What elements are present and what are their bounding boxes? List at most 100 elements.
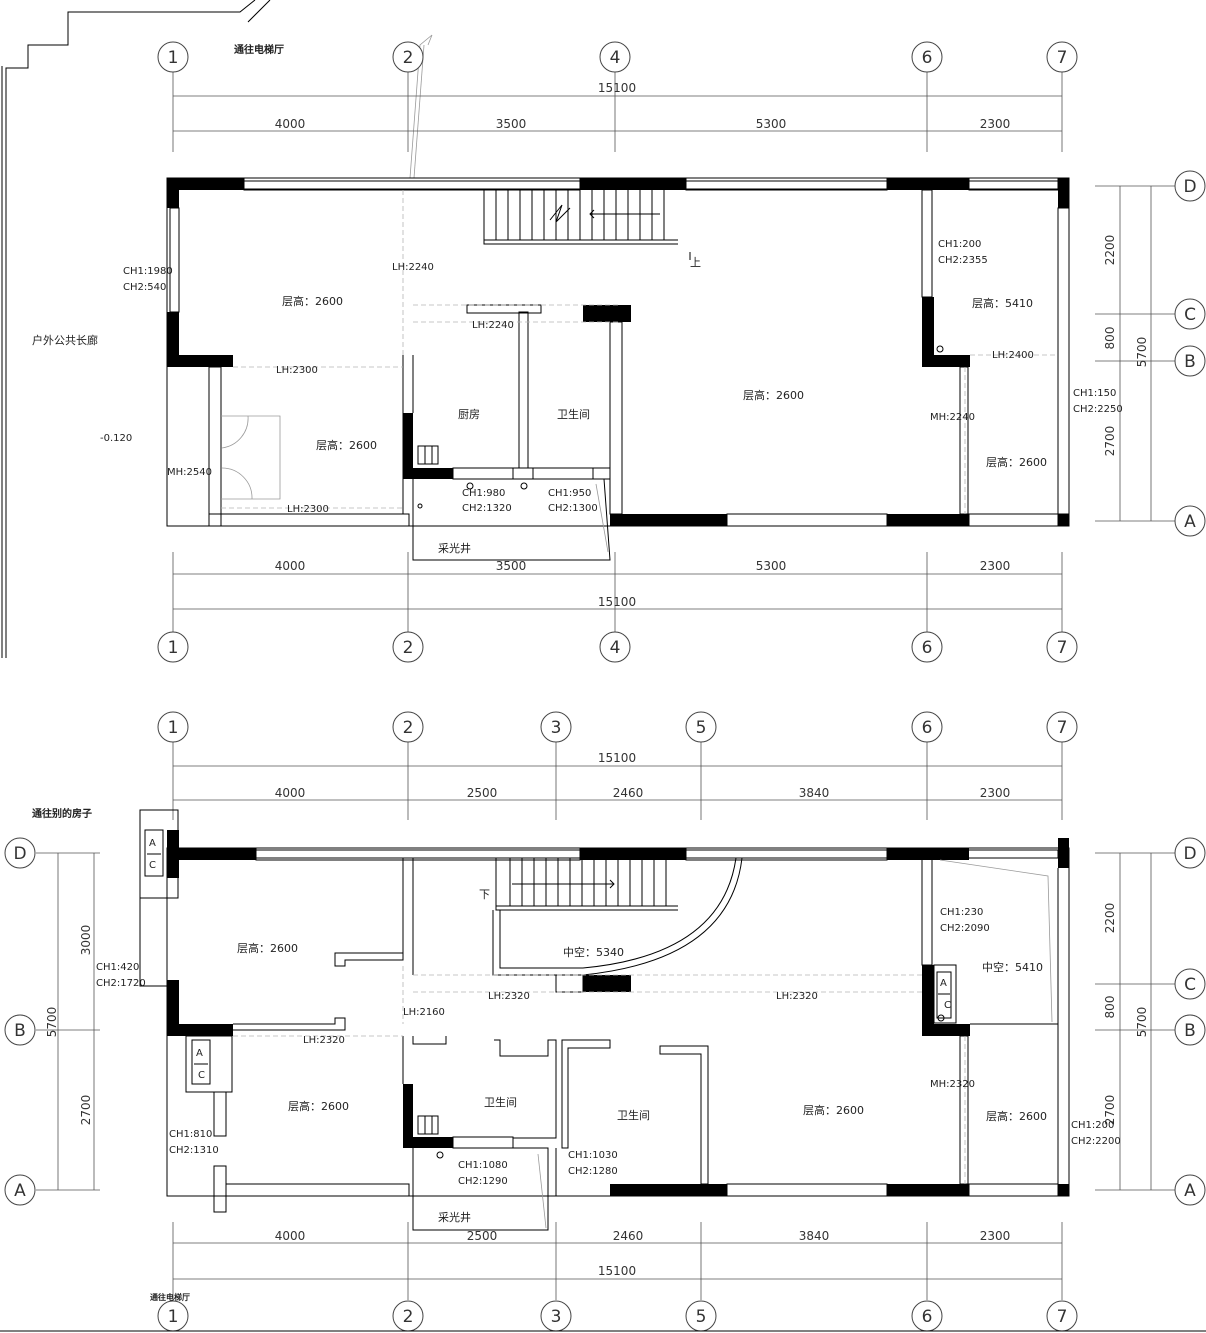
- dim-vertical: 2200: [1103, 903, 1117, 934]
- room-height-label: 层高：2600: [237, 941, 298, 955]
- axis-label: 1: [168, 718, 179, 738]
- axis-label: C: [1184, 305, 1196, 325]
- axis-label: 1: [168, 1307, 179, 1327]
- dim-vertical: 800: [1103, 996, 1117, 1019]
- dim-total: 15100: [598, 81, 636, 95]
- dim-segment: 4000: [275, 786, 306, 800]
- room-height-label: 层高：2600: [288, 1099, 349, 1113]
- bottom-dimensions: 15100 4000 2500 2460 3840 2300 4000 2500…: [45, 751, 1149, 1278]
- outdoor-corridor-outline: [5, 0, 271, 658]
- note: CH2:1310: [169, 1145, 219, 1156]
- note: CH1:420: [96, 962, 139, 973]
- axis-label: B: [14, 1021, 26, 1041]
- room-height-label: 层高：5410: [972, 296, 1033, 310]
- note: CH1:1980: [123, 266, 173, 277]
- dim-segment: 3500: [496, 117, 527, 131]
- note: CH2:1290: [458, 1176, 508, 1187]
- bottom-staircase: [492, 857, 743, 976]
- note: CH2:540: [123, 282, 166, 293]
- void-label: 中空：5410: [982, 960, 1043, 974]
- axis-label: 3: [551, 1307, 562, 1327]
- note: CH1:150: [1073, 388, 1116, 399]
- top-labels: 通往电梯厅 户外公共长廊 -0.120 层高：2600 层高：2600 层高：2…: [32, 43, 1123, 555]
- dim-segment: 2460: [613, 786, 644, 800]
- axis-label: 7: [1057, 718, 1068, 738]
- axis-label: 3: [551, 718, 562, 738]
- axis-label: 4: [610, 638, 621, 658]
- note: LH:2300: [276, 365, 318, 376]
- top-sink-icon: [417, 445, 439, 465]
- note: MH:2320: [930, 1079, 975, 1090]
- note: CH1:1030: [568, 1150, 618, 1161]
- note: LH:2240: [392, 262, 434, 273]
- dim-vertical: 800: [1103, 327, 1117, 350]
- void-label: 中空：5340: [563, 945, 624, 959]
- bathroom-label: 卫生间: [484, 1095, 517, 1109]
- dim-segment: 2460: [613, 1229, 644, 1243]
- top-axis-markers: 1 2 4 6 7 1 2 4 6 7 D C B A: [157, 41, 1206, 663]
- note: CH2:2090: [940, 923, 990, 934]
- top-entry-door: [221, 415, 281, 500]
- bathroom-label: 卫生间: [617, 1108, 650, 1122]
- note: CH1:1080: [458, 1160, 508, 1171]
- bottom-sink-icon: [417, 1115, 439, 1135]
- axis-label: A: [14, 1181, 26, 1201]
- dim-segment: 2300: [980, 786, 1011, 800]
- note: CH2:1720: [96, 978, 146, 989]
- note: CH2:2250: [1073, 404, 1123, 415]
- kitchen-label: 厨房: [458, 408, 480, 421]
- dim-total: 15100: [598, 1264, 636, 1278]
- dim-vertical: 2700: [79, 1095, 93, 1126]
- note: CH1:810: [169, 1129, 212, 1140]
- axis-label: C: [1184, 975, 1196, 995]
- axis-label: 5: [696, 1307, 707, 1327]
- bottom-axis-lines: [36, 742, 1175, 1300]
- ac-label: C: [149, 860, 156, 871]
- axis-label: A: [1184, 1181, 1196, 1201]
- note: MH:2540: [167, 467, 212, 478]
- axis-label: 1: [168, 48, 179, 68]
- axis-label: B: [1184, 352, 1196, 372]
- axis-label: 4: [610, 48, 621, 68]
- ac-label: A: [940, 978, 947, 989]
- ac-label: A: [196, 1048, 203, 1059]
- dim-segment: 2500: [467, 786, 498, 800]
- axis-label: 7: [1057, 1307, 1068, 1327]
- room-height-label: 层高：2600: [986, 1109, 1047, 1123]
- dim-total: 15100: [598, 595, 636, 609]
- room-height-label: 层高：2600: [316, 438, 377, 452]
- dim-total: 15100: [598, 751, 636, 765]
- to-elevator-hall-label: 通往电梯厅: [150, 1292, 190, 1302]
- top-lightwell-outline: [412, 478, 611, 561]
- bottom-walls: [139, 809, 1070, 1213]
- note: CH2:2355: [938, 255, 988, 266]
- top-walls: [166, 177, 1070, 527]
- elevation-label: -0.120: [100, 433, 132, 444]
- stairs-up-label: 上: [690, 256, 701, 269]
- note: CH2:2200: [1071, 1136, 1121, 1147]
- dim-segment: 5300: [756, 559, 787, 573]
- dim-segment: 2500: [467, 1229, 498, 1243]
- note: CH1:950: [548, 488, 591, 499]
- axis-label: 7: [1057, 48, 1068, 68]
- outdoor-corridor-label: 户外公共长廊: [32, 333, 98, 347]
- room-height-label: 层高：2600: [803, 1103, 864, 1117]
- note: LH:2300: [287, 504, 329, 515]
- axis-label: D: [1183, 177, 1196, 197]
- dim-segment: 4000: [275, 1229, 306, 1243]
- ac-label: C: [944, 1000, 951, 1011]
- dim-vertical: 3000: [79, 925, 93, 956]
- top-dimensions: 15100 4000 3500 5300 2300 4000 3500 5300…: [275, 81, 1149, 609]
- room-height-label: 层高：2600: [986, 455, 1047, 469]
- dim-segment: 4000: [275, 117, 306, 131]
- note: CH1:230: [940, 907, 983, 918]
- axis-label: D: [1183, 844, 1196, 864]
- note: LH:2320: [488, 991, 530, 1002]
- dim-segment: 4000: [275, 559, 306, 573]
- note: CH1:980: [462, 488, 505, 499]
- dim-segment: 3840: [799, 786, 830, 800]
- note: LH:2320: [303, 1035, 345, 1046]
- axis-label: 6: [922, 48, 933, 68]
- top-axis-lines: [172, 72, 1175, 632]
- dim-vertical-total: 5700: [1135, 1007, 1149, 1038]
